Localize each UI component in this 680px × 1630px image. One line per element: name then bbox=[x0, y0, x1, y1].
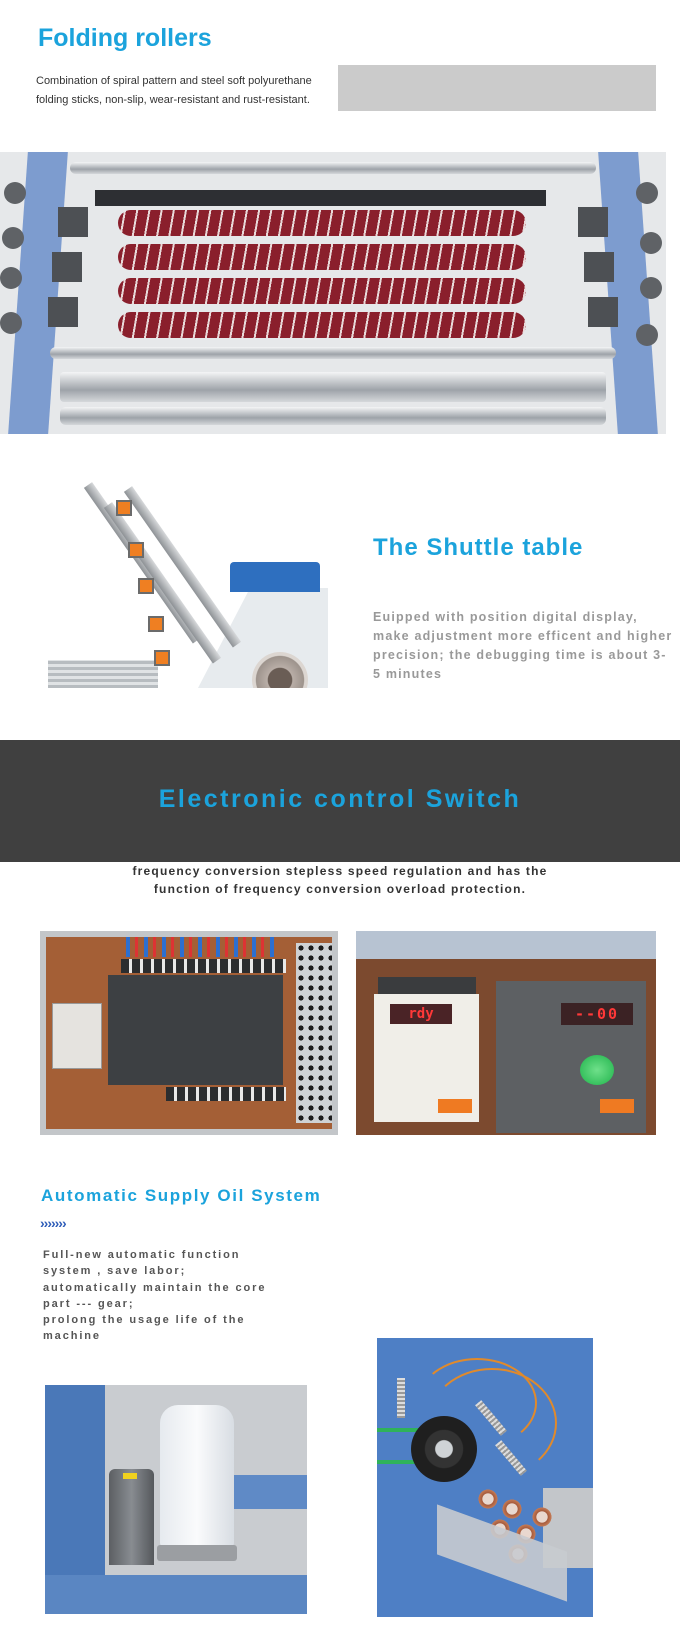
oil-line: Full-new automatic function bbox=[43, 1249, 241, 1261]
oil-line: part --- gear; bbox=[43, 1297, 135, 1310]
folding-rollers-title: Folding rollers bbox=[38, 24, 212, 52]
folding-rollers-image bbox=[0, 152, 666, 434]
plc-cabinet-image bbox=[40, 931, 338, 1135]
inverter-display-left: rdy bbox=[390, 1004, 452, 1024]
inverters-image: rdy --00 bbox=[356, 931, 656, 1135]
oil-line: automatically maintain the core bbox=[43, 1281, 267, 1294]
oil-pump-image bbox=[45, 1385, 307, 1614]
inverter-dial-icon bbox=[580, 1055, 614, 1085]
shuttle-table-title: The Shuttle table bbox=[373, 534, 584, 561]
folding-rollers-description: Combination of spiral pattern and steel … bbox=[36, 75, 312, 106]
shuttle-table-description: Euipped with position digital display, m… bbox=[373, 610, 673, 681]
oil-system-title: Automatic Supply Oil System bbox=[41, 1186, 322, 1205]
electronic-control-title: Electronic control Switch bbox=[158, 785, 522, 813]
oil-system-description: Full-new automatic function system , sav… bbox=[43, 1247, 283, 1345]
oil-line: prolong the usage life of the bbox=[43, 1314, 246, 1327]
shuttle-table-image bbox=[48, 470, 328, 688]
gear-mechanism-image bbox=[377, 1338, 593, 1617]
placeholder-banner bbox=[338, 65, 656, 111]
oil-line: machine bbox=[43, 1330, 101, 1343]
electronic-control-banner bbox=[0, 740, 680, 862]
electronic-control-description: frequency conversion stepless speed regu… bbox=[0, 862, 680, 898]
oil-line: system , save labor; bbox=[43, 1265, 187, 1278]
description-line-2: function of frequency conversion overloa… bbox=[153, 882, 527, 896]
description-line-1: frequency conversion stepless speed regu… bbox=[132, 864, 548, 878]
chevrons-right-icon: ››››››› bbox=[40, 1215, 67, 1231]
inverter-display-right: --00 bbox=[561, 1003, 633, 1025]
